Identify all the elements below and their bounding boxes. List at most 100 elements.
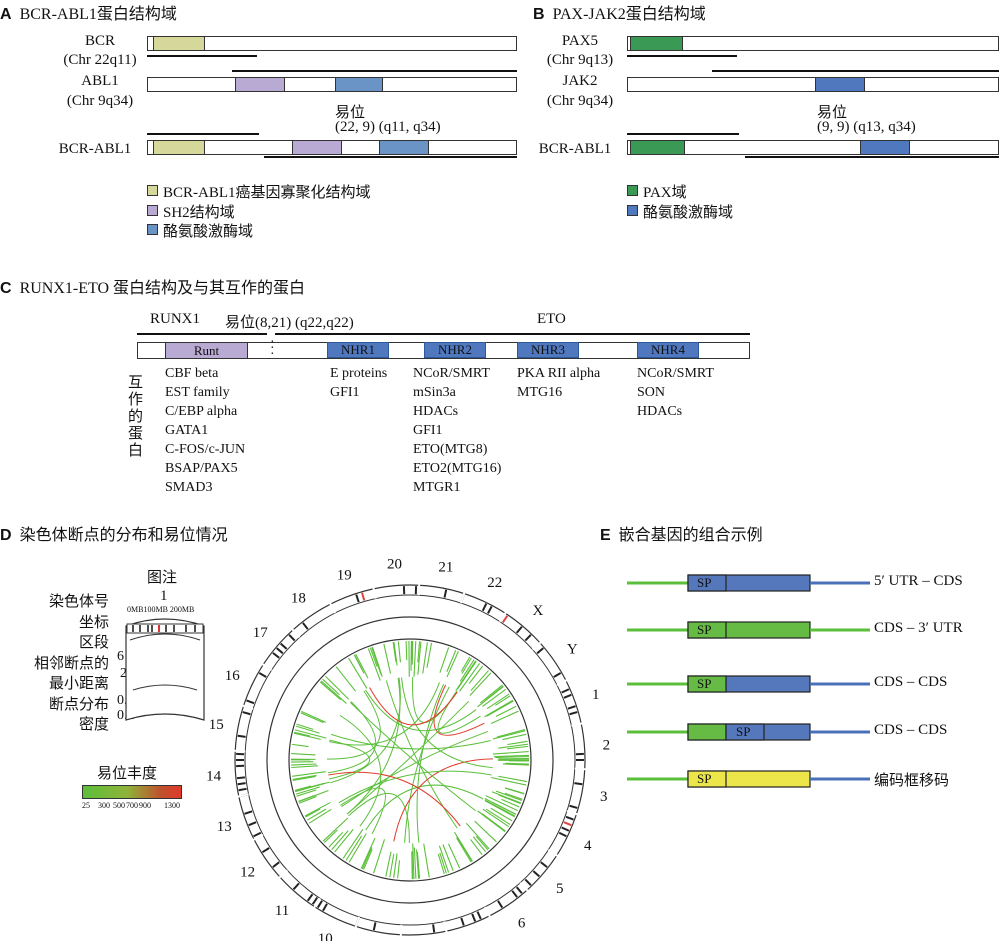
translocation-link [340,787,386,835]
chromosome-label-19: 19 [337,567,352,583]
chromosome-gap [277,869,289,880]
sp-label-row2: SP [697,622,712,637]
jak2-gene-bar [627,77,999,92]
ideogram-band [563,693,572,699]
distance-track-ring [266,616,554,904]
ideogram-band [322,903,328,912]
density-spike [294,731,311,737]
chromosome-gap [417,582,421,596]
chromosome-label-20: 20 [387,557,402,573]
density-spike [504,792,523,800]
legend-label-oligomerization: BCR-ABL1癌基因寡聚化结构域 [163,185,371,201]
fusion-sh2-domain [292,140,342,155]
ideogram-band [569,804,578,809]
ideogram-band [237,782,246,786]
ideogram-band [244,810,253,815]
chromosome-gap [499,610,508,623]
ideogram-band [540,861,548,868]
density-spike [422,642,428,674]
ideogram-band [306,893,314,902]
density-spike [298,789,329,803]
density-spike [495,755,529,759]
sp-label-row5: SP [697,771,712,786]
bcr-breakpoint-line [147,55,257,57]
panel-a-transloc-label: 易位 [335,105,366,121]
chromosome-label-12: 12 [240,865,255,881]
chromosome-gap [566,810,580,816]
density-spike [482,688,507,707]
chromosome-gap [312,897,321,910]
legend-label-kinase-b: 酪氨酸激酶域 [643,205,734,221]
density-spike [393,853,398,878]
density-spike [411,851,413,879]
legend-label-pax: PAX域 [643,185,687,201]
density-spike [437,853,445,875]
panel-b-fusion-right-line [745,156,999,158]
legend-swatch-kinase-a [147,224,158,235]
density-spike [484,798,517,815]
density-spike [470,839,483,855]
translocation-link [433,684,485,736]
jak2-breakpoint-line [712,70,999,72]
translocation-link [330,733,491,750]
translocation-link [338,770,492,804]
chromosome-label-1: 1 [592,687,600,703]
chromosome-gap [460,590,466,604]
fusion-kinase-domain [379,140,429,155]
abundance-gradient-bar [82,785,182,799]
density-spike [295,725,320,734]
translocation-link [341,730,489,808]
density-spike [490,807,513,822]
ideogram-band [316,900,323,909]
density-spike [439,647,450,673]
translocation-link [365,689,477,732]
ideogram-band [248,821,257,827]
chromosome-gap [556,678,570,686]
density-spike [411,851,414,879]
abl1-sh2-domain [235,77,285,92]
density-spike [412,843,415,879]
density-spike [323,829,338,843]
density-spike [294,785,312,791]
density-spike [495,695,511,706]
ideogram-band [497,900,504,909]
ideogram-band [460,917,465,926]
density-spike [457,660,477,690]
density-spike [456,835,473,862]
chromosome-gap [531,640,543,651]
density-spike [389,853,395,878]
fusion-jak2-kinase-domain [860,140,910,155]
eto-label: ETO [537,311,566,327]
chromosome-gap [290,627,301,639]
density-spike [486,693,510,710]
density-spike [295,786,320,795]
density-spike [328,831,344,848]
chromosome-gap [574,767,588,771]
bcr-chr-label: (Chr 22q11) [63,52,137,68]
runx1-label: RUNX1 [150,311,201,327]
sp-label-row3: SP [697,676,712,691]
density-spike [498,775,528,783]
density-spike [295,781,330,793]
chromosome-label-18: 18 [291,591,306,607]
chromosome-label-5: 5 [556,881,564,897]
density-spike [296,789,317,797]
jak2-kinase-domain [815,77,865,92]
density-spike [397,641,401,663]
chromosome-label-4: 4 [584,838,592,854]
density-spike [298,794,315,802]
abundance-tick-25: 25 [82,801,90,810]
ideogram-band [292,882,300,890]
ideogram-band [272,861,280,868]
ideogram-band [567,705,576,710]
density-spike [371,647,382,675]
chromosome-gap [372,585,377,599]
ideogram-band [276,647,284,655]
center-area [327,677,493,843]
chromosome-label-11: 11 [275,903,289,919]
translocation-link [346,700,470,815]
translocation-link [404,686,450,843]
abl1-kinase-domain [335,77,383,92]
